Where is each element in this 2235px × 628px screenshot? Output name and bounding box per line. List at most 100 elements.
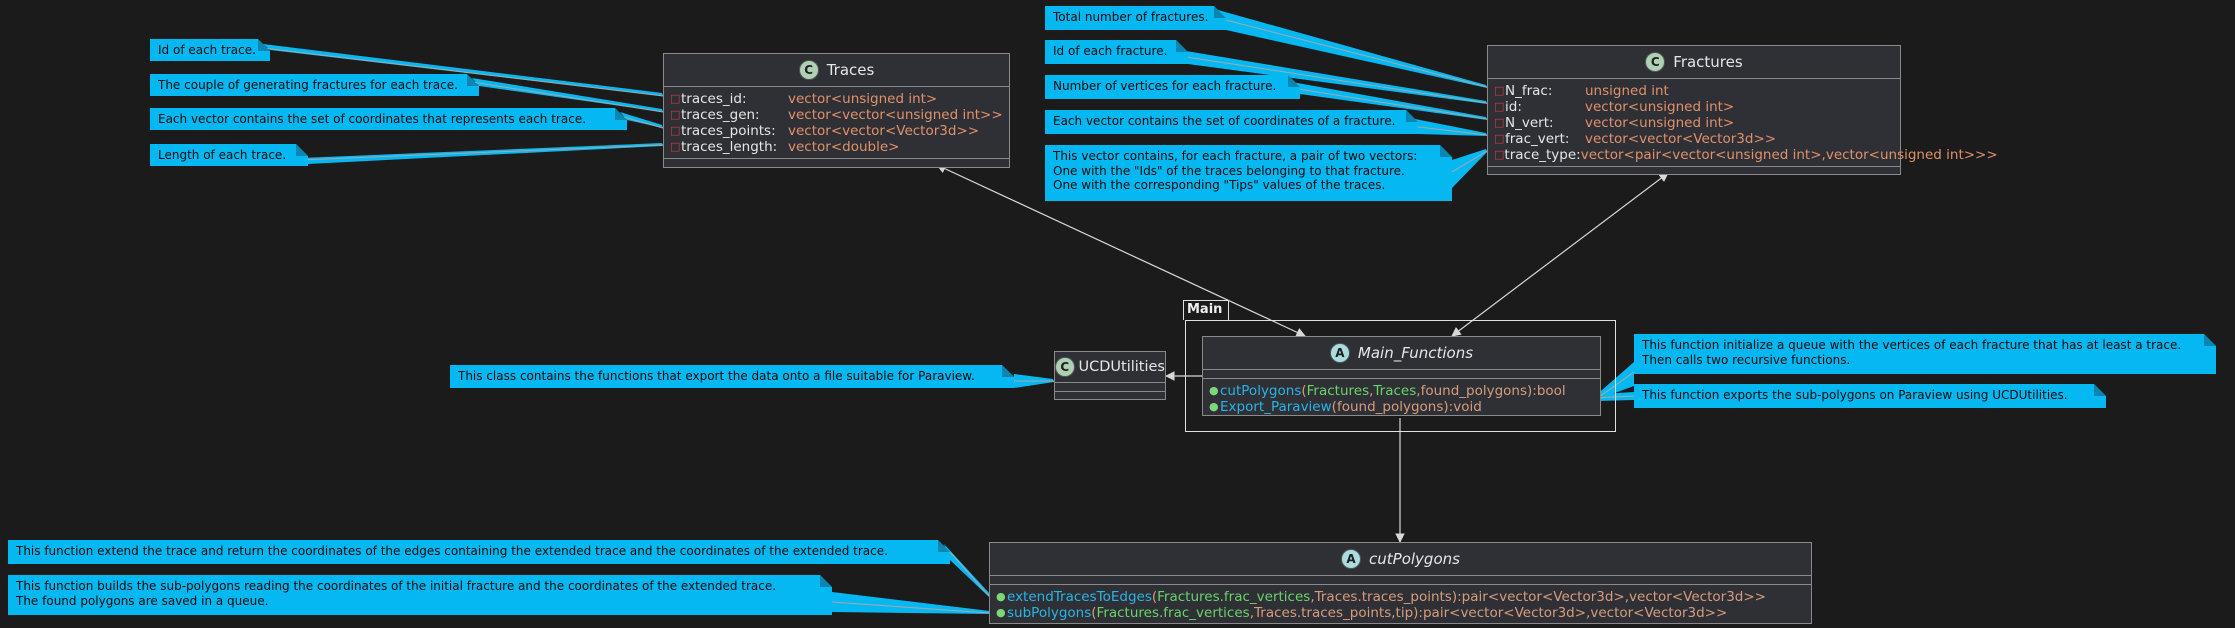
note-trace-type: This vector contains, for each fracture,… — [1045, 145, 1452, 201]
field-type: vector<double> — [788, 139, 900, 155]
note-frac-vert: Each vector contains the set of coordina… — [1045, 110, 1418, 134]
note-sub-fn: This function builds the sub-polygons re… — [8, 575, 832, 615]
private-icon: □ — [670, 108, 681, 121]
traces-class[interactable]: C Traces □traces_id:vector<unsigned int>… — [663, 53, 1010, 168]
fractures-field: □trace_type:vector<pair<vector<unsigned … — [1488, 147, 1998, 163]
note-tail-sub — [832, 592, 990, 614]
field-type: vector<unsigned int> — [788, 91, 938, 107]
private-icon: □ — [1494, 84, 1505, 97]
private-icon: □ — [1494, 100, 1505, 113]
fractures-class[interactable]: C Fractures □N_frac:unsigned int □id:vec… — [1487, 45, 1998, 175]
arg: Fractures.frac_vertices — [1157, 589, 1311, 605]
field-type: vector<unsigned int> — [1585, 99, 1735, 115]
private-icon: □ — [670, 124, 681, 137]
cutpolygons-methods: ●extendTracesToEdges(Fractures.frac_vert… — [990, 585, 1811, 621]
field-type: vector<vector<Vector3d>> — [788, 123, 980, 139]
field-type: vector<vector<unsigned int>> — [788, 107, 1003, 123]
cutpolygons-fields — [990, 576, 1811, 585]
sep: , — [1310, 589, 1315, 605]
package-tab: Main — [1183, 300, 1229, 320]
note-n-vert: Number of vertices for each fracture. — [1045, 75, 1300, 99]
private-icon: □ — [670, 140, 681, 153]
note-tail-traces-points — [620, 112, 663, 128]
cutpolygons-header: A cutPolygons — [990, 543, 1811, 576]
main-functions-header: A Main_Functions — [1203, 337, 1600, 370]
public-icon: ● — [996, 606, 1006, 619]
ucdutilities-class[interactable]: C UCDUtilities — [1054, 351, 1166, 400]
abstract-class-icon: A — [1341, 549, 1362, 569]
traces-field: □traces_gen:vector<vector<unsigned int>> — [664, 107, 1009, 123]
arg: Fractures — [1306, 383, 1370, 399]
note-tail-frac-id — [1180, 50, 1487, 104]
fractures-methods — [1488, 167, 1900, 175]
cutpolygons-class[interactable]: A cutPolygons ●extendTracesToEdges(Fract… — [989, 542, 1812, 624]
note-tail-cutpolygons — [1594, 362, 1634, 400]
traces-title: Traces — [826, 61, 875, 79]
note-export-fn: This function exports the sub-polygons o… — [1634, 384, 2106, 408]
ucd-methods — [1055, 392, 1165, 400]
fractures-field: □N_vert: vector<unsigned int> — [1488, 115, 1900, 131]
note-ucd: This class contains the functions that e… — [450, 365, 1014, 388]
arg: tip — [1395, 605, 1414, 621]
main-functions-fields — [1203, 370, 1600, 379]
traces-fields: □traces_id:vector<unsigned int> □traces_… — [664, 87, 1009, 159]
field-name: N_frac: — [1505, 83, 1553, 99]
paren: ( — [1151, 589, 1158, 605]
field-name: id: — [1505, 99, 1522, 115]
ucd-header: C UCDUtilities — [1055, 352, 1165, 383]
method-row: ●Export_Paraview(found_polygons): void — [1203, 399, 1600, 415]
note-n-frac: Total number of fractures. — [1045, 6, 1226, 30]
field-name: trace_type: — [1504, 147, 1581, 163]
return-type: pair<vector<Vector3d>,vector<Vector3d>> — [1422, 605, 1728, 621]
abstract-class-icon: A — [1329, 343, 1350, 363]
cutpolygons-title: cutPolygons — [1369, 550, 1460, 568]
class-icon: C — [1055, 357, 1075, 377]
note-cutpolygons-fn: This function initialize a queue with th… — [1634, 334, 2216, 374]
note-tail-n-vert — [1292, 82, 1487, 120]
note-tail-frac-vert — [1410, 118, 1487, 136]
relation-traces-main — [936, 164, 1306, 337]
fractures-header: C Fractures — [1488, 46, 1900, 79]
note-traces-points: Each vector contains the set of coordina… — [150, 108, 627, 130]
main-functions-title: Main_Functions — [1357, 344, 1474, 362]
fractures-field: □frac_vert:vector<vector<Vector3d>> — [1488, 131, 1900, 147]
fractures-fields: □N_frac:unsigned int □id:vector<unsigned… — [1488, 79, 1998, 167]
field-type: vector<unsigned int> — [1585, 115, 1735, 131]
return-type: pair<vector<Vector3d>,vector<Vector3d>> — [1461, 589, 1766, 605]
arg: found_polygons — [1420, 383, 1528, 399]
method-row: ●cutPolygons(Fractures, Traces, found_po… — [1203, 383, 1600, 399]
note-tail-n-frac — [1218, 10, 1487, 88]
arg: Traces.traces_points — [1254, 605, 1392, 621]
arg: Traces.traces_points — [1314, 589, 1452, 605]
note-extend-fn: This function extend the trace and retur… — [8, 540, 950, 564]
method-row: ●extendTracesToEdges(Fractures.frac_vert… — [990, 589, 1811, 605]
main-functions-class[interactable]: A Main_Functions ●cutPolygons(Fractures,… — [1202, 336, 1601, 416]
private-icon: □ — [1494, 116, 1505, 129]
sep: , — [1416, 383, 1421, 399]
public-icon: ● — [1209, 384, 1219, 397]
traces-methods — [664, 159, 1009, 167]
relations — [936, 164, 1669, 543]
note-tail-traces-length — [300, 143, 663, 164]
paren: ): — [1443, 399, 1454, 415]
method-name: Export_Paraview — [1220, 399, 1332, 415]
private-icon: □ — [1494, 148, 1505, 161]
sep: , — [1249, 605, 1254, 621]
sep: , — [1391, 605, 1396, 621]
fractures-field: □id: vector<unsigned int> — [1488, 99, 1900, 115]
ucd-title: UCDUtilities — [1078, 359, 1165, 375]
paren: ): — [1413, 605, 1423, 621]
paren: ( — [1091, 605, 1097, 621]
field-name: N_vert: — [1505, 115, 1554, 131]
note-traces-length: Length of each trace. — [150, 144, 308, 166]
note-leaders — [262, 17, 1635, 614]
field-type: unsigned int — [1585, 83, 1669, 99]
class-icon: C — [1645, 52, 1666, 72]
note-traces-gen: The couple of generating fractures for e… — [150, 74, 479, 96]
field-type: vector<pair<vector<unsigned int>,vector<… — [1580, 147, 1998, 163]
method-row: ●subPolygons(Fractures.frac_vertices, Tr… — [990, 605, 1811, 621]
public-icon: ● — [996, 590, 1006, 603]
public-icon: ● — [1209, 400, 1219, 413]
traces-field: □traces_id:vector<unsigned int> — [664, 91, 1009, 107]
traces-field: □traces_points:vector<vector<Vector3d>> — [664, 123, 1009, 139]
